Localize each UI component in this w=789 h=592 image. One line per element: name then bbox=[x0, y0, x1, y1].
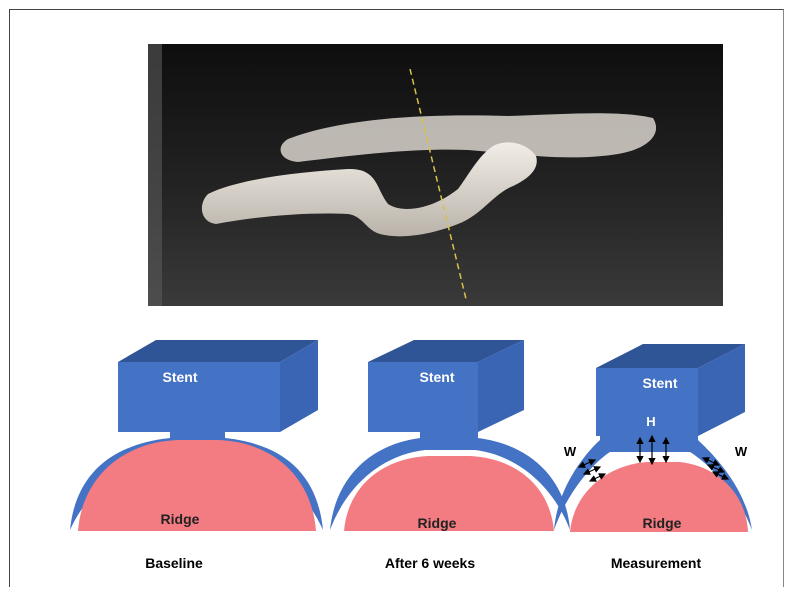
panel-after-6-weeks: Stent Ridge After 6 weeks bbox=[330, 340, 570, 571]
stent-label: Stent bbox=[163, 369, 198, 385]
ridge-label: Ridge bbox=[161, 511, 200, 527]
ridge-label: Ridge bbox=[418, 515, 457, 531]
width-label-left: W bbox=[564, 444, 577, 459]
panel-baseline: Stent Ridge Baseline bbox=[70, 340, 323, 571]
caption-baseline: Baseline bbox=[145, 555, 203, 571]
height-label: H bbox=[646, 414, 655, 429]
caption-measurement: Measurement bbox=[611, 555, 702, 571]
caption-after-6-weeks: After 6 weeks bbox=[385, 555, 475, 571]
width-label-right: W bbox=[735, 444, 748, 459]
panel-measurement: Stent H Ridge Measurement W W bbox=[554, 344, 752, 571]
stent-front-face bbox=[118, 362, 280, 432]
stent-label: Stent bbox=[420, 369, 455, 385]
ridge-label: Ridge bbox=[643, 515, 682, 531]
stent-label: Stent bbox=[643, 375, 678, 391]
